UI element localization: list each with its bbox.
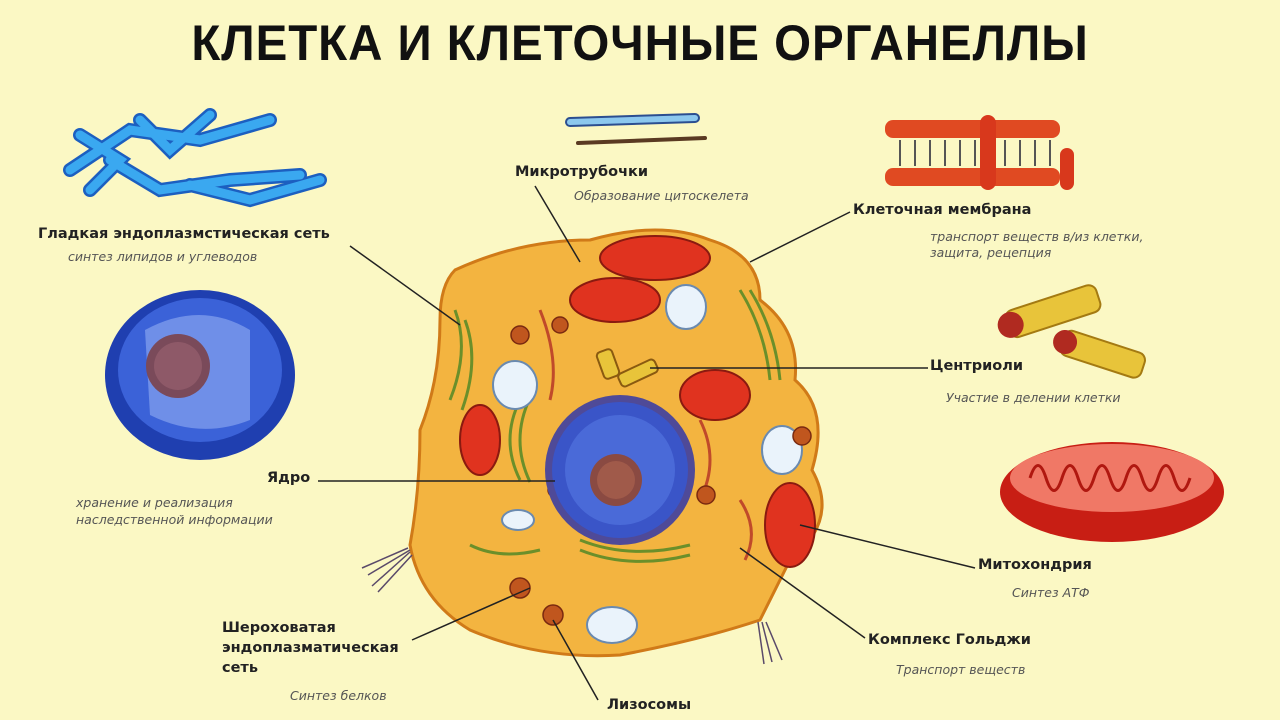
- desc-nucleus-1: хранение и реализация: [76, 495, 233, 510]
- desc-microtubules: Образование цитоскелета: [574, 188, 749, 203]
- label-mitochondria: Митохондрия: [978, 557, 1092, 573]
- label-rough-er-3: сеть: [222, 660, 259, 676]
- desc-mitochondria: Синтез АТФ: [1012, 585, 1090, 600]
- label-golgi: Комплекс Гольджи: [868, 632, 1031, 648]
- desc-nucleus-2: наследственной информации: [76, 512, 273, 527]
- label-lysosomes: Лизосомы: [607, 697, 692, 713]
- smooth-er-illustration: [63, 108, 327, 208]
- label-centrioles: Центриоли: [930, 358, 1023, 374]
- microtubules-illustration: [565, 113, 707, 145]
- desc-rough-er: Синтез белков: [290, 688, 387, 703]
- label-membrane: Клеточная мембрана: [853, 202, 1032, 218]
- centrioles-illustration: [997, 284, 1146, 379]
- cell-body: [361, 228, 824, 665]
- desc-smooth-er: синтез липидов и углеводов: [68, 249, 258, 264]
- label-nucleus: Ядро: [267, 470, 311, 486]
- nucleus-illustration: [105, 290, 295, 460]
- desc-golgi: Транспорт веществ: [896, 662, 1026, 677]
- leader-lines: [318, 185, 976, 701]
- label-smooth-er: Гладкая эндоплазмстическая сеть: [38, 226, 330, 242]
- membrane-illustration: [885, 115, 1074, 190]
- desc-centrioles: Участие в делении клетки: [946, 390, 1121, 405]
- desc-membrane-2: защита, рецепция: [930, 245, 1052, 260]
- mitochondria-illustration: [1000, 442, 1224, 542]
- label-microtubules: Микротрубочки: [515, 164, 649, 180]
- label-rough-er-2: эндоплазматическая: [222, 640, 399, 656]
- label-rough-er-1: Шероховатая: [222, 620, 336, 636]
- page-title: КЛЕТКА И КЛЕТОЧНЫЕ ОРГАНЕЛЛЫ: [191, 15, 1089, 71]
- desc-membrane-1: транспорт веществ в/из клетки,: [930, 229, 1144, 244]
